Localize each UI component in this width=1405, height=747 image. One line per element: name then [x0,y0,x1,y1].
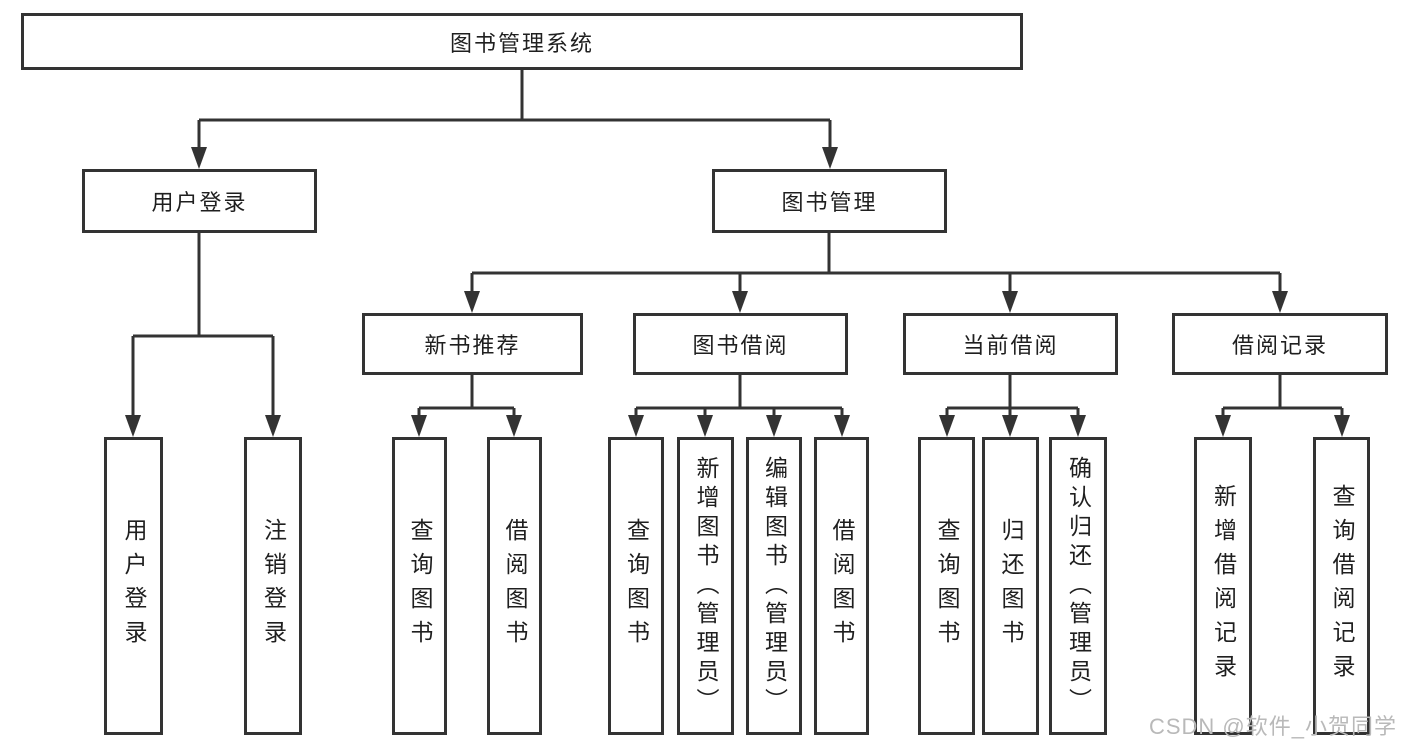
node-book-management: 图书管理 [712,169,947,233]
node-label: 查询借阅记录 [1329,484,1355,688]
node-leaf-return-books: 归还图书 [982,437,1039,735]
node-borrowing-records: 借阅记录 [1172,313,1388,375]
node-label: 查询图书 [623,518,650,654]
node-new-book-recommend: 新书推荐 [362,313,583,375]
node-leaf-user-login: 用户登录 [104,437,163,735]
csdn-watermark: CSDN @软件_小贺同学 [1148,714,1397,739]
node-label: 注销登录 [260,518,287,654]
node-leaf-query-books-recommend: 查询图书 [392,437,447,735]
node-label: 查询图书 [407,518,433,654]
node-leaf-query-books-current: 查询图书 [918,437,975,735]
node-label: 编辑图书（管理员） [761,455,788,717]
node-leaf-query-books-borrowing: 查询图书 [608,437,664,735]
node-label: 归还图书 [998,518,1024,654]
node-leaf-add-books-admin: 新增图书（管理员） [677,437,734,735]
node-leaf-edit-books-admin: 编辑图书（管理员） [746,437,802,735]
node-leaf-borrow-books-borrowing: 借阅图书 [814,437,869,735]
node-label: 查询图书 [934,518,960,654]
node-label: 用户登录 [121,518,147,654]
node-leaf-logout: 注销登录 [244,437,302,735]
node-label: 借阅图书 [502,518,528,654]
node-leaf-add-borrow-record: 新增借阅记录 [1194,437,1252,735]
node-leaf-query-borrow-record: 查询借阅记录 [1313,437,1370,735]
node-library-system-root: 图书管理系统 [21,13,1023,70]
node-leaf-confirm-return-admin: 确认归还（管理员） [1049,437,1107,735]
node-label: 确认归还（管理员） [1065,455,1092,717]
node-book-borrowing: 图书借阅 [633,313,848,375]
node-label: 新增借阅记录 [1210,484,1237,688]
node-label: 新增图书（管理员） [693,455,719,717]
node-leaf-borrow-books-recommend: 借阅图书 [487,437,542,735]
node-user-login: 用户登录 [82,169,317,233]
node-current-borrowing: 当前借阅 [903,313,1118,375]
node-label: 借阅图书 [829,518,855,654]
